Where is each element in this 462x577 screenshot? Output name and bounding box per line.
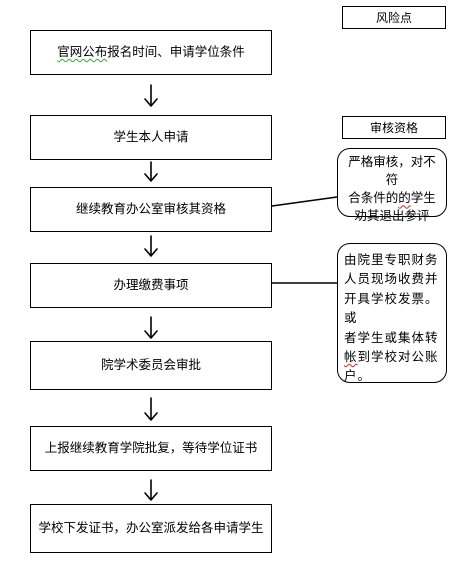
payment-note-line6: 户。 <box>344 368 372 384</box>
review-qualification-tag-label: 审核资格 <box>369 121 418 135</box>
arrow-4-to-5 <box>144 316 158 339</box>
qualification-note-line1: 严格审核，对不符 <box>348 154 436 188</box>
arrow-1-to-2 <box>144 84 158 107</box>
step-box-payment: 办理缴费事项 <box>30 263 272 308</box>
step-label-publish-underlined: 官网公布 <box>57 44 108 60</box>
step-box-issue-certificate: 学校下发证书，办公室派发给各申请学生 <box>30 504 272 553</box>
step-box-office-review: 继续教育办公室审核其资格 <box>30 187 272 232</box>
arrow-3-to-4 <box>144 235 158 257</box>
step-label-committee-approval: 院学术委员会审批 <box>100 357 201 373</box>
payment-note-line5-rest: 到学校对公账 <box>357 348 439 364</box>
step-label-publish: 官网公布报名时间、申请学位条件 <box>57 44 245 61</box>
arrow-6-to-7 <box>144 479 158 501</box>
connector-review-to-note <box>271 196 338 207</box>
payment-note-line5-mark: 帐 <box>344 348 358 364</box>
step-label-issue-certificate: 学校下发证书，办公室派发给各申请学生 <box>38 520 264 536</box>
step-label-payment: 办理缴费事项 <box>113 277 189 293</box>
payment-note-line5: 帐到学校对公账 <box>344 347 440 366</box>
qualification-note-line2: 合条件的的学生 <box>343 189 441 207</box>
step-box-committee-approval: 院学术委员会审批 <box>30 341 272 390</box>
qualification-note-line2-a: 合条件的 <box>348 190 399 206</box>
payment-note: 由院里专职财务 人员现场收费并 开具学校发票。或 者学生或集体转 帐到学校对公账… <box>337 243 447 383</box>
payment-note-line4: 者学生或集体转 <box>344 329 439 345</box>
step-label-office-review: 继续教育办公室审核其资格 <box>75 201 226 217</box>
payment-note-line2: 人员现场收费并 <box>344 271 439 287</box>
risk-point-tag: 风险点 <box>342 6 446 29</box>
step-label-report-college: 上报继续教育学院批复，等待学位证书 <box>44 440 258 456</box>
payment-note-line3: 开具学校发票。或 <box>344 290 439 326</box>
qualification-note-line3: 劝其退出参评 <box>354 208 430 224</box>
step-box-publish: 官网公布报名时间、申请学位条件 <box>30 30 272 75</box>
payment-note-line1: 由院里专职财务 <box>344 252 439 267</box>
step-box-report-college: 上报继续教育学院批复，等待学位证书 <box>30 426 272 471</box>
risk-point-tag-label: 风险点 <box>375 11 412 25</box>
qualification-note: 严格审核，对不符 合条件的的学生 劝其退出参评 <box>337 148 447 223</box>
step-label-publish-rest: 报名时间、申请学位条件 <box>107 44 245 60</box>
arrow-2-to-3 <box>144 161 158 182</box>
qualification-note-line2-mark: 的 <box>398 190 411 206</box>
arrow-5-to-6 <box>144 397 158 421</box>
review-qualification-tag: 审核资格 <box>342 116 446 139</box>
qualification-note-line2-b: 学生 <box>410 190 436 206</box>
step-label-student-apply: 学生本人申请 <box>113 129 189 145</box>
step-box-student-apply: 学生本人申请 <box>30 115 272 160</box>
